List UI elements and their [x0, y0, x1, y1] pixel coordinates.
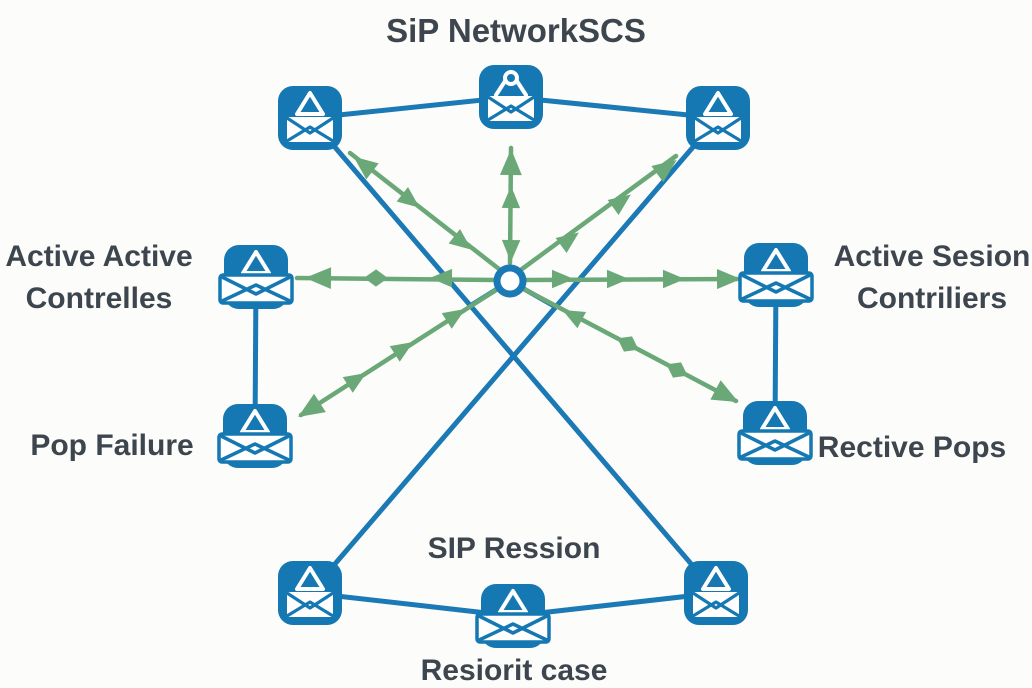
- arrowhead-icon: [606, 269, 629, 289]
- arrowhead-icon: [501, 186, 521, 209]
- label-resiorit-case: Resiorit case: [420, 654, 608, 687]
- arrowhead-icon: [607, 194, 631, 215]
- link-topleft-topcenter: [307, 94, 514, 121]
- spoke-top-left: [347, 150, 502, 272]
- delta-icon: [498, 589, 528, 614]
- arrowhead-icon: [305, 267, 332, 290]
- link-bottomleft-bottomcenter: [307, 590, 516, 619]
- envelope-icon: [487, 95, 535, 122]
- link-bottomcenter-bottomright: [510, 590, 719, 619]
- arrowhead-icon: [716, 268, 741, 290]
- node-bottom-center: [475, 584, 551, 648]
- arrowhead-icon: [651, 159, 677, 183]
- arrowhead-icon: [499, 149, 522, 176]
- node-low-right: [737, 401, 813, 465]
- arrowhead-icon: [710, 380, 739, 403]
- arrowhead-icon: [662, 269, 685, 289]
- spoke-top-right: [519, 153, 679, 272]
- arrowhead-icon: [448, 228, 472, 250]
- link-diagonal-tr-bl: [307, 115, 721, 596]
- envelope-icon: [737, 429, 813, 461]
- central-hub: [493, 264, 527, 298]
- node-mid-left: [218, 245, 294, 309]
- arrowhead-icon: [353, 156, 379, 180]
- person-icon: [494, 70, 528, 97]
- delta-icon: [295, 566, 325, 591]
- diamond-marker-icon: [666, 362, 688, 378]
- arrowhead-icon: [441, 309, 466, 329]
- node-bottom-right: [684, 561, 748, 625]
- envelope-icon: [218, 273, 294, 305]
- envelope-icon: [475, 612, 551, 644]
- node-top-left: [278, 86, 342, 150]
- spoke-mid-right: [522, 268, 741, 290]
- diamond-marker-icon: [617, 336, 639, 352]
- page-title: SiP NetworkSCS: [386, 8, 646, 54]
- spoke-low-right: [519, 285, 739, 404]
- envelope-icon: [286, 591, 334, 618]
- label-sip-ression: SIP Ression: [427, 532, 601, 565]
- label-active-sesion-contriliers: Active Sesion Contriliers: [833, 240, 1031, 315]
- diamond-marker-icon: [364, 269, 388, 287]
- page-title-text: SiP NetworkSCS: [386, 12, 646, 49]
- node-top-center: [479, 65, 543, 129]
- node-top-right: [686, 86, 750, 150]
- label-pop-failure: Pop Failure: [30, 429, 194, 462]
- arrowhead-icon: [342, 373, 367, 393]
- envelope-icon: [286, 116, 334, 143]
- envelope-icon: [738, 271, 814, 303]
- arrowhead-icon: [298, 393, 326, 418]
- node-bottom-left: [278, 561, 342, 625]
- spoke-mid-left: [294, 267, 498, 290]
- link-topcenter-topright: [508, 94, 721, 121]
- arrowhead-icon: [389, 342, 414, 362]
- arrowhead-icon: [501, 239, 521, 262]
- delta-icon: [241, 250, 271, 275]
- arrowhead-icon: [430, 268, 453, 288]
- envelope-icon: [217, 432, 293, 464]
- node-mid-right: [738, 243, 814, 307]
- envelope-icon: [694, 116, 742, 143]
- arrowhead-icon: [555, 232, 579, 253]
- spoke-top-center: [499, 145, 522, 266]
- delta-icon: [761, 248, 791, 273]
- envelope-icon: [692, 591, 740, 618]
- spoke-low-left: [298, 285, 502, 418]
- label-rective-pops: Rective Pops: [817, 431, 1007, 464]
- label-active-active-contrelles: Active Active Contrelles: [5, 240, 193, 315]
- node-low-left: [217, 404, 293, 468]
- delta-icon: [703, 91, 733, 116]
- delta-icon: [701, 566, 731, 591]
- arrowhead-icon: [551, 269, 574, 289]
- arrowhead-icon: [562, 309, 587, 329]
- arrowhead-icon: [396, 186, 420, 208]
